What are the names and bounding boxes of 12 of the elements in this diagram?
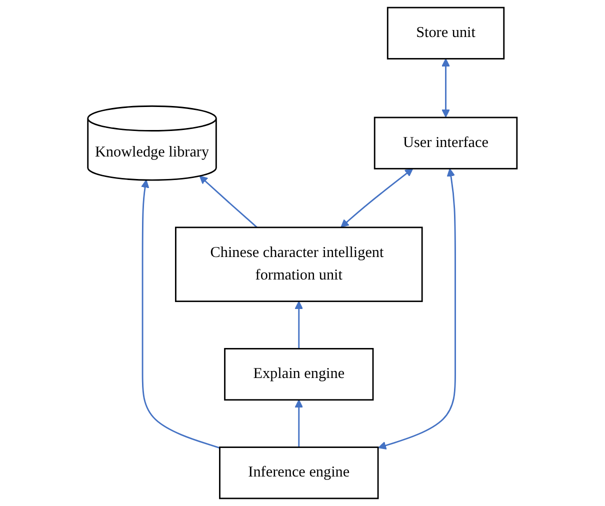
arrow xyxy=(141,180,220,449)
arrow xyxy=(378,168,456,450)
node-box: Chinese character intelligent formation unit xyxy=(175,226,423,302)
arrow xyxy=(442,58,450,118)
arrow xyxy=(294,400,304,448)
arrow xyxy=(294,300,304,349)
node-box: User interface xyxy=(374,116,518,170)
node-box: Store unit xyxy=(387,6,505,60)
node-box: Inference engine xyxy=(219,446,379,500)
arrow xyxy=(340,168,414,228)
node-box: Explain engine xyxy=(224,348,374,401)
arrow xyxy=(199,176,258,228)
